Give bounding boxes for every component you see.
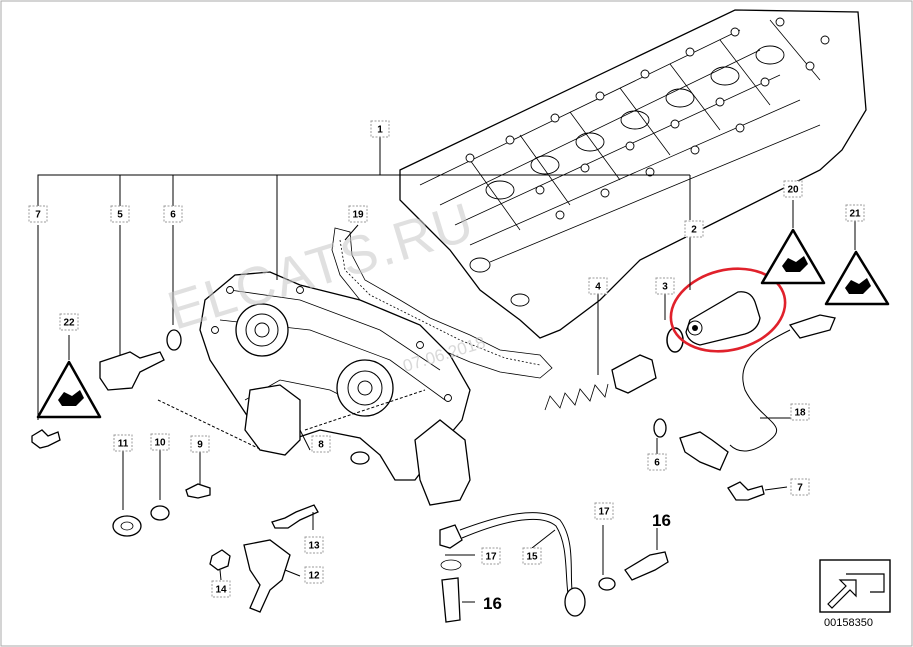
callout-callouts-6[interactable]: 7	[28, 205, 48, 223]
callout-callouts-11[interactable]: 12	[304, 566, 324, 584]
camshaft-sensor-right[interactable]	[653, 418, 729, 471]
vanos-housing[interactable]	[199, 271, 471, 506]
callout-callouts-21[interactable]: 22	[59, 313, 79, 331]
hardware-parts[interactable]	[31, 429, 765, 623]
callout-callouts-10[interactable]: 11	[113, 434, 133, 452]
callout-number: 12	[308, 571, 320, 582]
spring-assembly[interactable]	[544, 327, 684, 411]
callout-number: 17	[598, 507, 610, 518]
callout-callouts-12[interactable]: 13	[304, 536, 324, 554]
big-label-16[interactable]: 16	[652, 511, 671, 530]
callout-number: 13	[308, 541, 320, 552]
callout-number: 15	[526, 552, 538, 563]
leader-lines	[37, 135, 856, 603]
callout-number: 22	[63, 318, 75, 329]
callout-number: 10	[154, 438, 166, 449]
callout-number: 4	[595, 282, 601, 293]
callout-repeat_labels-label_7b[interactable]: 7	[790, 478, 810, 496]
callout-callouts-19[interactable]: 20	[783, 180, 803, 198]
callout-number: 3	[662, 282, 668, 293]
callout-callouts-7[interactable]: 8	[311, 435, 331, 453]
callout-number: 8	[318, 440, 324, 451]
callout-number: 6	[170, 210, 176, 221]
callout-number: 7	[35, 210, 41, 221]
callout-number: 7	[797, 483, 803, 494]
callout-callouts-5[interactable]: 6	[163, 205, 183, 223]
callout-callouts-18[interactable]: 19	[348, 205, 368, 223]
callout-number: 20	[787, 185, 799, 196]
cylinder-head[interactable]	[399, 9, 867, 339]
warning-triangle-icon	[824, 250, 890, 306]
callout-number: 14	[215, 585, 227, 596]
callout-number: 17	[485, 552, 497, 563]
callout-callouts-13[interactable]: 14	[211, 580, 231, 598]
highlight-circle	[669, 267, 787, 353]
callout-number: 19	[352, 210, 364, 221]
callout-number: 5	[117, 210, 123, 221]
callout-number: 11	[118, 439, 129, 450]
camshaft-sensor-left[interactable]	[99, 329, 182, 391]
callout-callouts-8[interactable]: 9	[190, 435, 210, 453]
callout-number: 18	[794, 408, 806, 419]
warning-triangle-icon	[36, 360, 102, 419]
warning-triangle-icon	[760, 228, 826, 285]
callout-callouts-0[interactable]: 1	[370, 120, 390, 138]
callout-number: 1	[377, 125, 383, 136]
big-label-16[interactable]: 16	[483, 594, 502, 613]
direction-arrow-icon	[819, 559, 891, 613]
callout-callouts-4[interactable]: 5	[110, 205, 130, 223]
callout-callouts-2[interactable]: 3	[655, 277, 675, 295]
callout-callouts-1[interactable]: 2	[684, 220, 704, 238]
solenoid-valve[interactable]	[685, 291, 761, 346]
diagram-number: 00158350	[824, 617, 873, 629]
callout-callouts-9[interactable]: 10	[150, 433, 170, 451]
callout-callouts-3[interactable]: 4	[588, 277, 608, 295]
callout-number: 9	[197, 440, 203, 451]
callout-number: 21	[849, 209, 861, 220]
callout-repeat_labels-label_6b[interactable]: 6	[647, 453, 667, 471]
callout-callouts-16[interactable]: 17	[594, 502, 614, 520]
callout-callouts-14[interactable]: 15	[522, 547, 542, 565]
callout-callouts-20[interactable]: 21	[845, 204, 865, 222]
callout-number: 2	[691, 225, 697, 236]
temperature-sensor[interactable]	[729, 314, 836, 452]
callout-number: 6	[654, 458, 660, 469]
callout-repeat_labels-label_17b[interactable]: 17	[481, 547, 501, 565]
callout-callouts-17[interactable]: 18	[790, 403, 810, 421]
